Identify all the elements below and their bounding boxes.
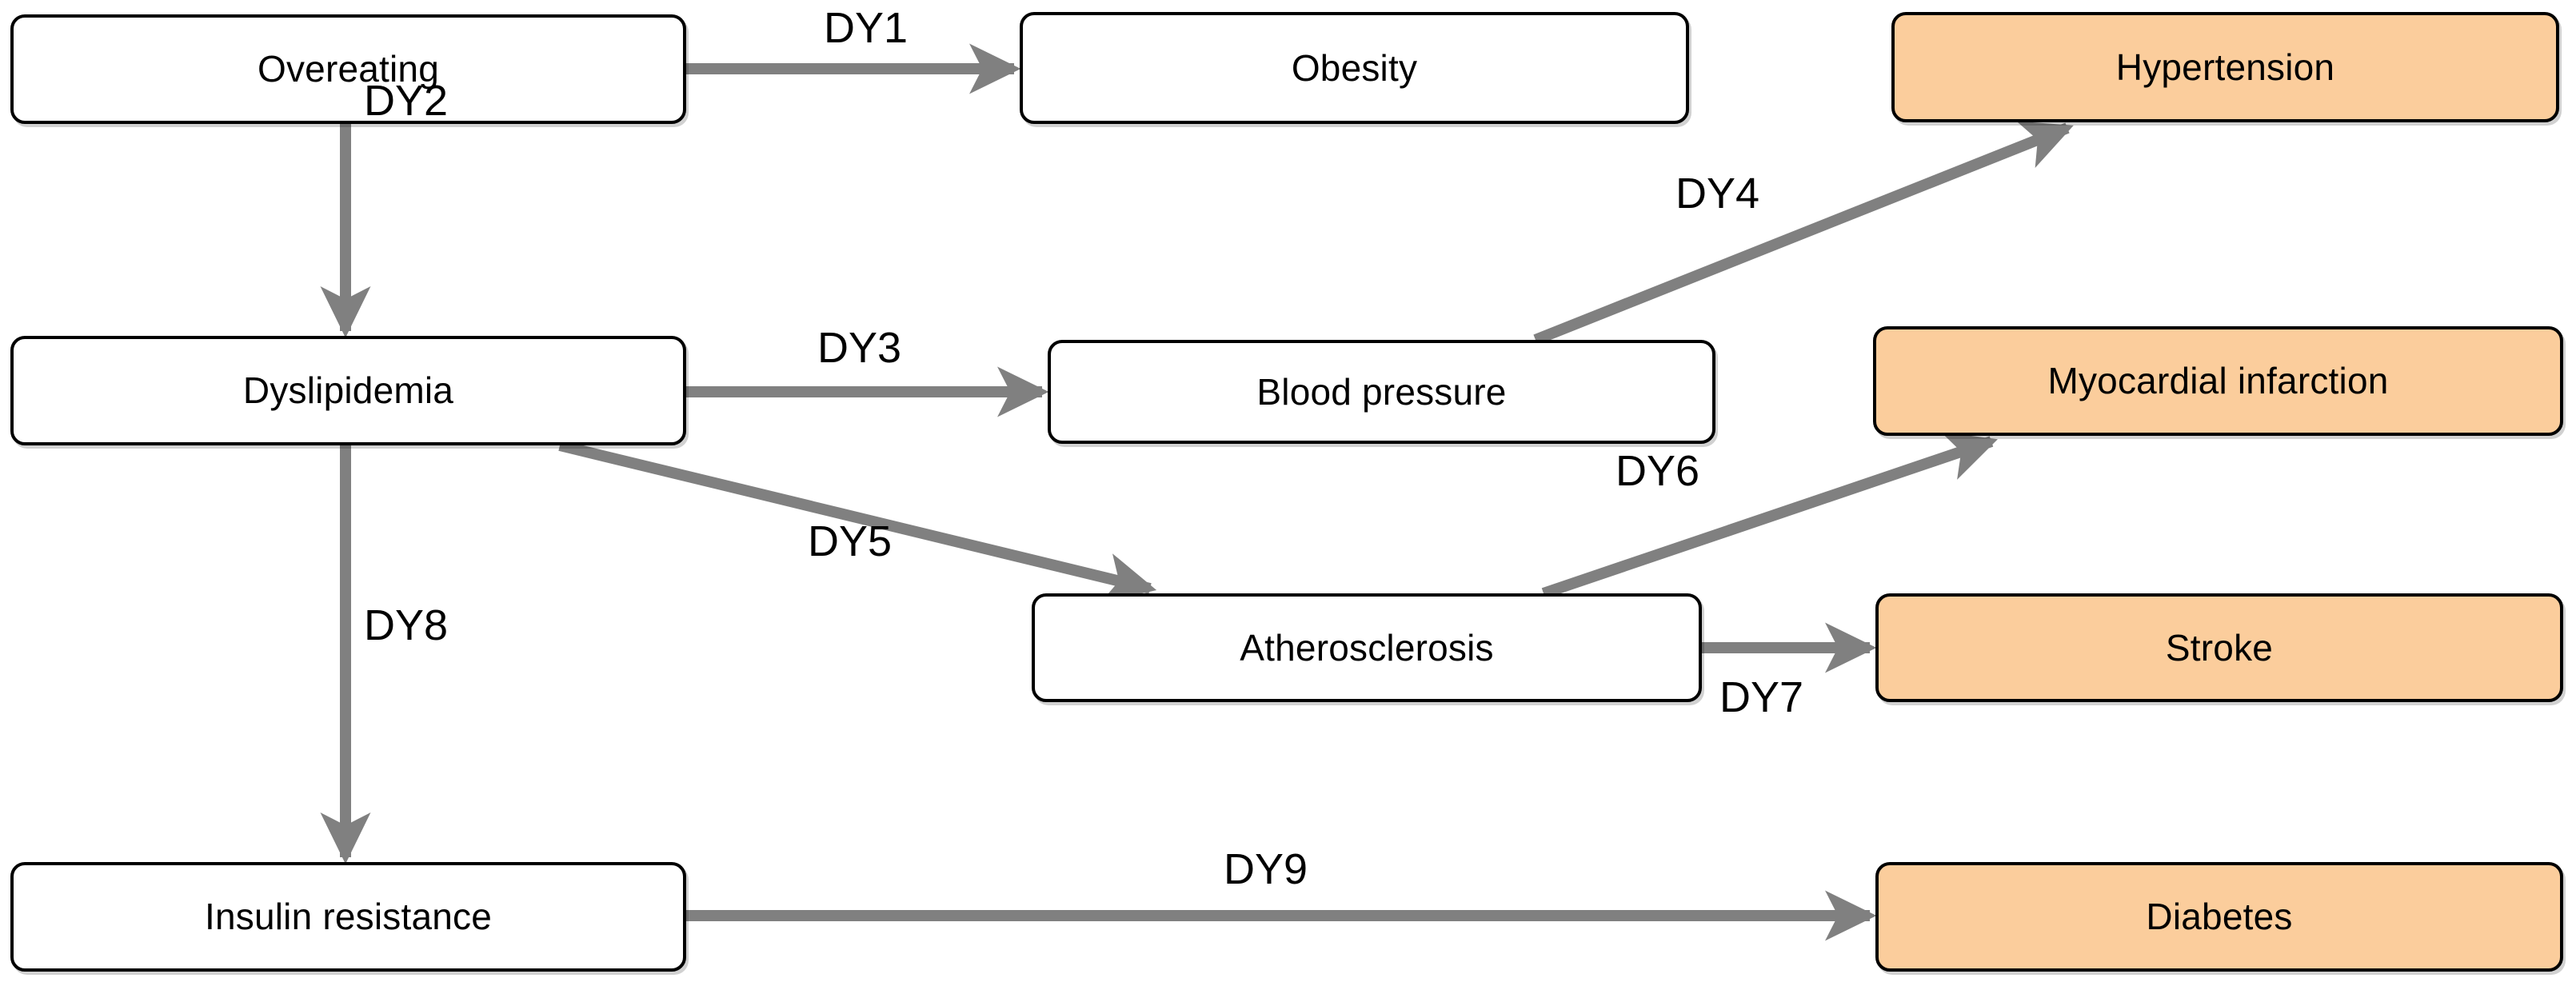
- edge-label-dy9: DY9: [1224, 845, 1308, 893]
- node-label: Hypertension: [2115, 46, 2335, 88]
- node-overeating[interactable]: Overeating: [10, 14, 686, 124]
- edge-label-dy1: DY1: [824, 4, 909, 52]
- node-label: Myocardial infarction: [2047, 360, 2389, 402]
- node-diabetes[interactable]: Diabetes: [1875, 862, 2563, 972]
- node-label: Stroke: [2165, 626, 2274, 669]
- edge-label-dy7: DY7: [1719, 673, 1804, 721]
- node-label: Overeating: [257, 48, 439, 90]
- node-label: Insulin resistance: [205, 896, 492, 938]
- edge-label-dy8: DY8: [364, 601, 449, 649]
- node-stroke[interactable]: Stroke: [1875, 593, 2563, 702]
- edge-label-dy4: DY4: [1675, 170, 1760, 218]
- node-bloodpressure[interactable]: Blood pressure: [1048, 340, 1715, 444]
- edge-dy4: [1533, 121, 2074, 345]
- node-label: Obesity: [1291, 46, 1418, 89]
- node-insulin[interactable]: Insulin resistance: [10, 862, 686, 972]
- edge-label-dy3: DY3: [817, 324, 902, 372]
- node-obesity[interactable]: Obesity: [1020, 12, 1689, 124]
- node-myocardial[interactable]: Myocardial infarction: [1873, 326, 2563, 436]
- node-label: Dyslipidemia: [242, 369, 454, 412]
- edge-label-dy5: DY5: [808, 517, 893, 565]
- edge-label-dy2: DY2: [364, 77, 449, 125]
- node-dyslipidemia[interactable]: Dyslipidemia: [10, 336, 686, 445]
- node-label: Blood pressure: [1256, 370, 1507, 413]
- edge-label-dy6: DY6: [1615, 447, 1700, 495]
- node-label: Atherosclerosis: [1240, 626, 1494, 669]
- node-hypertension[interactable]: Hypertension: [1891, 12, 2559, 122]
- node-label: Diabetes: [2146, 896, 2293, 938]
- edge-dy6: [1541, 432, 1998, 599]
- node-atherosclerosis[interactable]: Atherosclerosis: [1032, 593, 1702, 702]
